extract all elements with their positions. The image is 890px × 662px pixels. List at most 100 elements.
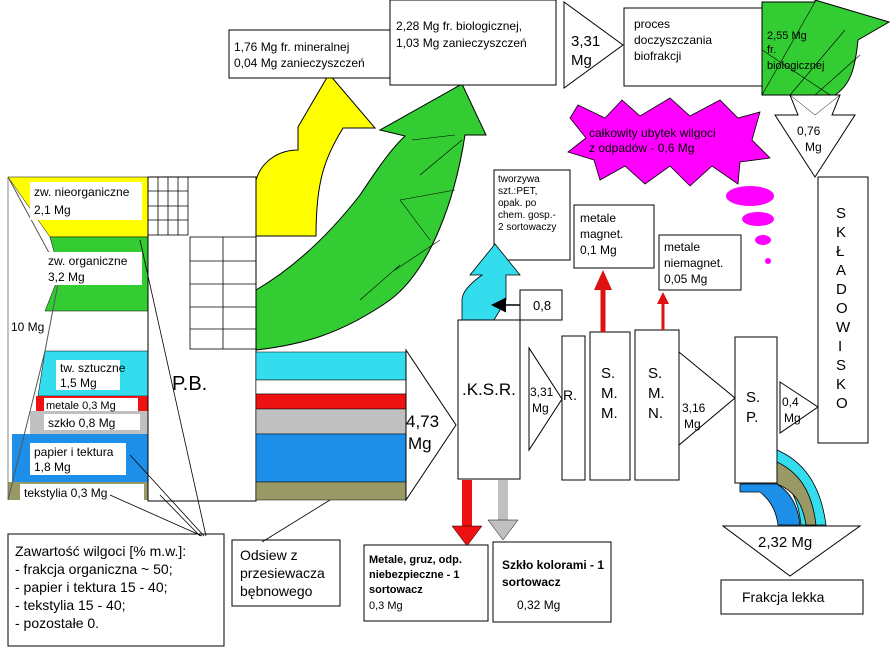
label-bg-metals xyxy=(44,398,138,411)
moisture-box xyxy=(7,533,225,647)
screen-fines-box xyxy=(231,539,341,607)
colour-glass-line-3: 0,32 Mg xyxy=(517,598,560,612)
bio-arrow-value: 3,31 xyxy=(571,33,600,50)
bubble-1 xyxy=(726,186,774,206)
oversize-stream xyxy=(255,351,407,501)
plastics-line-4: chem. gosp.- xyxy=(498,210,556,221)
plastics-line-3: opak. po xyxy=(498,198,537,209)
screen-fines-line-2: przesiewacza xyxy=(240,565,325,581)
svg-text:O: O xyxy=(836,395,848,412)
smn-line-1: S. xyxy=(648,365,662,382)
label-glass: szkło 0,8 Mg xyxy=(48,416,115,430)
ksr-output-box xyxy=(519,289,563,321)
svg-text:S: S xyxy=(836,205,846,222)
label-plastics-name: tw. sztuczne xyxy=(60,361,126,375)
bio-output-arrow xyxy=(761,0,890,96)
drum-label: P.B. xyxy=(172,373,207,395)
hourglass-outline xyxy=(7,176,61,501)
bio-box xyxy=(389,0,557,86)
ksr-to-r-arrow xyxy=(528,346,563,452)
sp-to-landfill-arrow xyxy=(779,381,819,434)
light-fraction-flow xyxy=(739,449,827,526)
ksr-label: .K.S.R. xyxy=(462,380,516,399)
label-paper-value: 1,8 Mg xyxy=(34,460,71,474)
moisture-loss-line-1: całkowity ubytek wilgoci xyxy=(589,126,716,140)
bio-down-arrow xyxy=(774,94,856,178)
magnetic-box xyxy=(573,204,655,269)
svg-text:K: K xyxy=(836,224,846,241)
smm-line-3: M. xyxy=(601,405,618,422)
plastics-line-1: tworzywa xyxy=(498,174,540,185)
mineral-line-2: 0,04 Mg zanieczyszczeń xyxy=(234,56,365,70)
label-inorganic-name: zw. nieorganiczne xyxy=(34,185,130,199)
nonmagnetic-line-3: 0,05 Mg xyxy=(664,272,707,286)
label-metals: metale 0,3 Mg xyxy=(46,400,116,412)
svg-text:D: D xyxy=(836,281,847,298)
label-bg-glass xyxy=(44,414,140,430)
r-box xyxy=(561,335,586,481)
label-paper-name: papier i tektura xyxy=(34,445,114,459)
bio-arrow-unit: Mg xyxy=(571,52,592,69)
magnetic-line-3: 0,1 Mg xyxy=(580,243,617,257)
ksr-to-r-unit: Mg xyxy=(532,401,549,415)
bio-output-value: 2,55 Mg xyxy=(767,30,807,42)
bubble-3 xyxy=(755,235,771,245)
light-fraction-label: Frakcja lekka xyxy=(742,589,825,605)
colour-glass-line-2: sortowacz xyxy=(502,575,561,589)
magnetic-arrow-head xyxy=(594,270,612,290)
landfill-box xyxy=(817,176,869,444)
svg-text:S: S xyxy=(836,357,846,374)
metals-rubble-line-3: sortowacz xyxy=(369,584,423,596)
ksr-box xyxy=(457,319,521,480)
sp-to-landfill-unit: Mg xyxy=(784,411,801,425)
moisture-line-2: - frakcja organiczna ~ 50; xyxy=(15,561,173,577)
smn-to-sp-value: 3,16 xyxy=(682,401,706,415)
bio-down-unit: Mg xyxy=(805,140,822,154)
moisture-line-1: Zawartość wilgoci [% m.w.]: xyxy=(15,543,186,559)
bubble-4 xyxy=(765,258,771,264)
bio-line-1: 2,28 Mg fr. biologicznej, xyxy=(396,19,522,33)
oversize-arrowhead xyxy=(405,348,457,502)
bio-down-mesh xyxy=(789,94,841,116)
smn-line-2: M. xyxy=(648,385,665,402)
r-label: R. xyxy=(563,387,577,403)
label-organic-name: zw. organiczne xyxy=(48,254,128,268)
bio-arrow-to-process xyxy=(563,1,624,89)
post-treatment-line-1: proces xyxy=(634,17,670,31)
moisture-line-3: - papier i tektura 15 - 40; xyxy=(15,579,168,595)
moisture-line-4: - tekstylia 15 - 40; xyxy=(15,597,126,613)
label-bg-organic xyxy=(44,252,142,285)
svg-text:O: O xyxy=(836,300,848,317)
smn-to-sp-unit: Mg xyxy=(684,417,701,431)
plastics-line-2: szt.:PET, xyxy=(498,186,537,197)
svg-text:W: W xyxy=(836,319,851,336)
label-plastics-value: 1,5 Mg xyxy=(60,376,97,390)
post-treatment-line-3: biofrakcji xyxy=(634,49,681,63)
mineral-arrow xyxy=(255,73,377,237)
bio-output-line-3: biologicznej xyxy=(767,60,824,72)
bio-down-value: 0,76 xyxy=(797,124,821,138)
smm-line-2: M. xyxy=(601,385,618,402)
colour-glass-box xyxy=(492,541,612,623)
moisture-line-5: - pozostałe 0. xyxy=(15,615,99,631)
smm-box xyxy=(589,331,631,481)
sp-to-landfill-value: 0,4 xyxy=(782,395,799,409)
smn-to-sp-arrow xyxy=(678,350,736,447)
ksr-to-r-value: 3,31 xyxy=(530,385,554,399)
metals-rubble-line-2: niebezpieczne - 1 xyxy=(369,569,459,581)
light-fraction-box xyxy=(720,579,864,615)
nonmagnetic-box xyxy=(658,234,742,291)
magnetic-line-2: magnet. xyxy=(580,227,623,241)
ksr-output-value: 0,8 xyxy=(533,298,551,313)
bio-output-mesh xyxy=(761,1,861,96)
plastics-line-5: 2 sortowaczy xyxy=(498,222,556,233)
metals-rubble-line-4: 0,3 Mg xyxy=(369,600,403,612)
svg-text:Ł: Ł xyxy=(836,243,844,260)
smn-box xyxy=(634,329,680,481)
bio-arrow-mesh xyxy=(359,134,463,301)
plastics-arrow xyxy=(461,243,521,321)
plastics-box xyxy=(493,169,571,261)
smn-line-3: N. xyxy=(648,405,663,422)
bubble-2 xyxy=(742,212,774,226)
